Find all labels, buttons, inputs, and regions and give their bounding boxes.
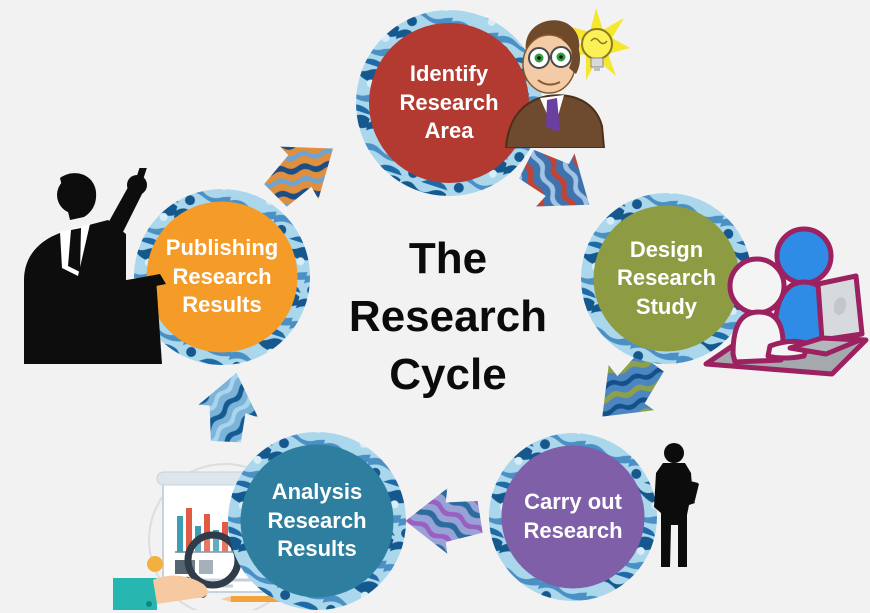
- silhouette-body: [24, 168, 166, 364]
- node-ring: [134, 189, 310, 365]
- idea-man-illustration: [504, 8, 630, 148]
- node-ring: [228, 432, 406, 610]
- cycle-arrow-carry-out-to-analysis: [405, 488, 483, 554]
- cycle-arrow-identify-to-design: [518, 149, 590, 207]
- suit: [504, 94, 606, 148]
- node-disc: [369, 23, 529, 183]
- cycle-arrow-analysis-to-publishing: [198, 372, 259, 443]
- node-disc: [146, 201, 298, 353]
- hand-with-sleeve: [113, 556, 208, 610]
- node-carry-out-research: Carry out Research: [488, 432, 658, 602]
- face: [522, 20, 581, 94]
- node-label: Analysis Research Results: [267, 479, 367, 562]
- tie: [68, 228, 81, 272]
- node-disc: [593, 205, 740, 352]
- node-label: Carry out Research: [523, 489, 623, 543]
- node-disc: [240, 444, 394, 598]
- lightbulb-icon: [564, 8, 630, 80]
- node-analysis-research-results: Analysis Research Results: [227, 431, 407, 611]
- clipboard: [679, 479, 699, 503]
- node-ring: [489, 433, 657, 601]
- node-label: Publishing Research Results: [165, 235, 279, 318]
- node-publishing-research-results: Publishing Research Results: [133, 188, 311, 366]
- node-circle: [228, 432, 406, 610]
- white-figure: [727, 256, 811, 365]
- silhouette-body: [654, 443, 699, 567]
- presenter-at-podium-silhouette: [24, 168, 166, 364]
- node-disc: [501, 445, 645, 589]
- laptop-logo: [833, 297, 847, 315]
- researchers-at-laptop-illustration: [703, 226, 869, 377]
- standing-researcher-silhouette: [654, 443, 699, 567]
- cycle-arrow-design-to-carry-out: [602, 352, 664, 417]
- node-label: Design Research Study: [616, 236, 717, 319]
- node-circle: [134, 189, 310, 365]
- cycle-arrow-publishing-to-identify: [264, 146, 334, 207]
- node-circle: [489, 433, 657, 601]
- node-label: Identify Research Area: [399, 61, 499, 144]
- diagram-title: The Research Cycle: [348, 234, 548, 400]
